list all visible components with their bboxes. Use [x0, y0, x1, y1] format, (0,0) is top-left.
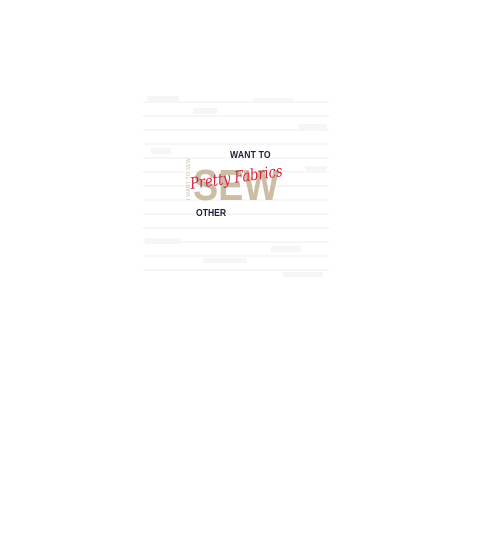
logo-vertical-tag: I WANT TO SEW: [186, 158, 192, 200]
logo-headline-top: WANT TO: [230, 150, 271, 161]
sew-logo: I WANT TO SEW SEW Pretty Fabrics: [186, 158, 284, 210]
logo-headline-bottom: OTHER: [196, 208, 227, 219]
logo-word-sew: SEW: [193, 161, 279, 210]
faint-pattern-background: [143, 96, 329, 277]
logo-card: I WANT TO SEW SEW Pretty Fabrics WANT TO…: [133, 88, 339, 288]
